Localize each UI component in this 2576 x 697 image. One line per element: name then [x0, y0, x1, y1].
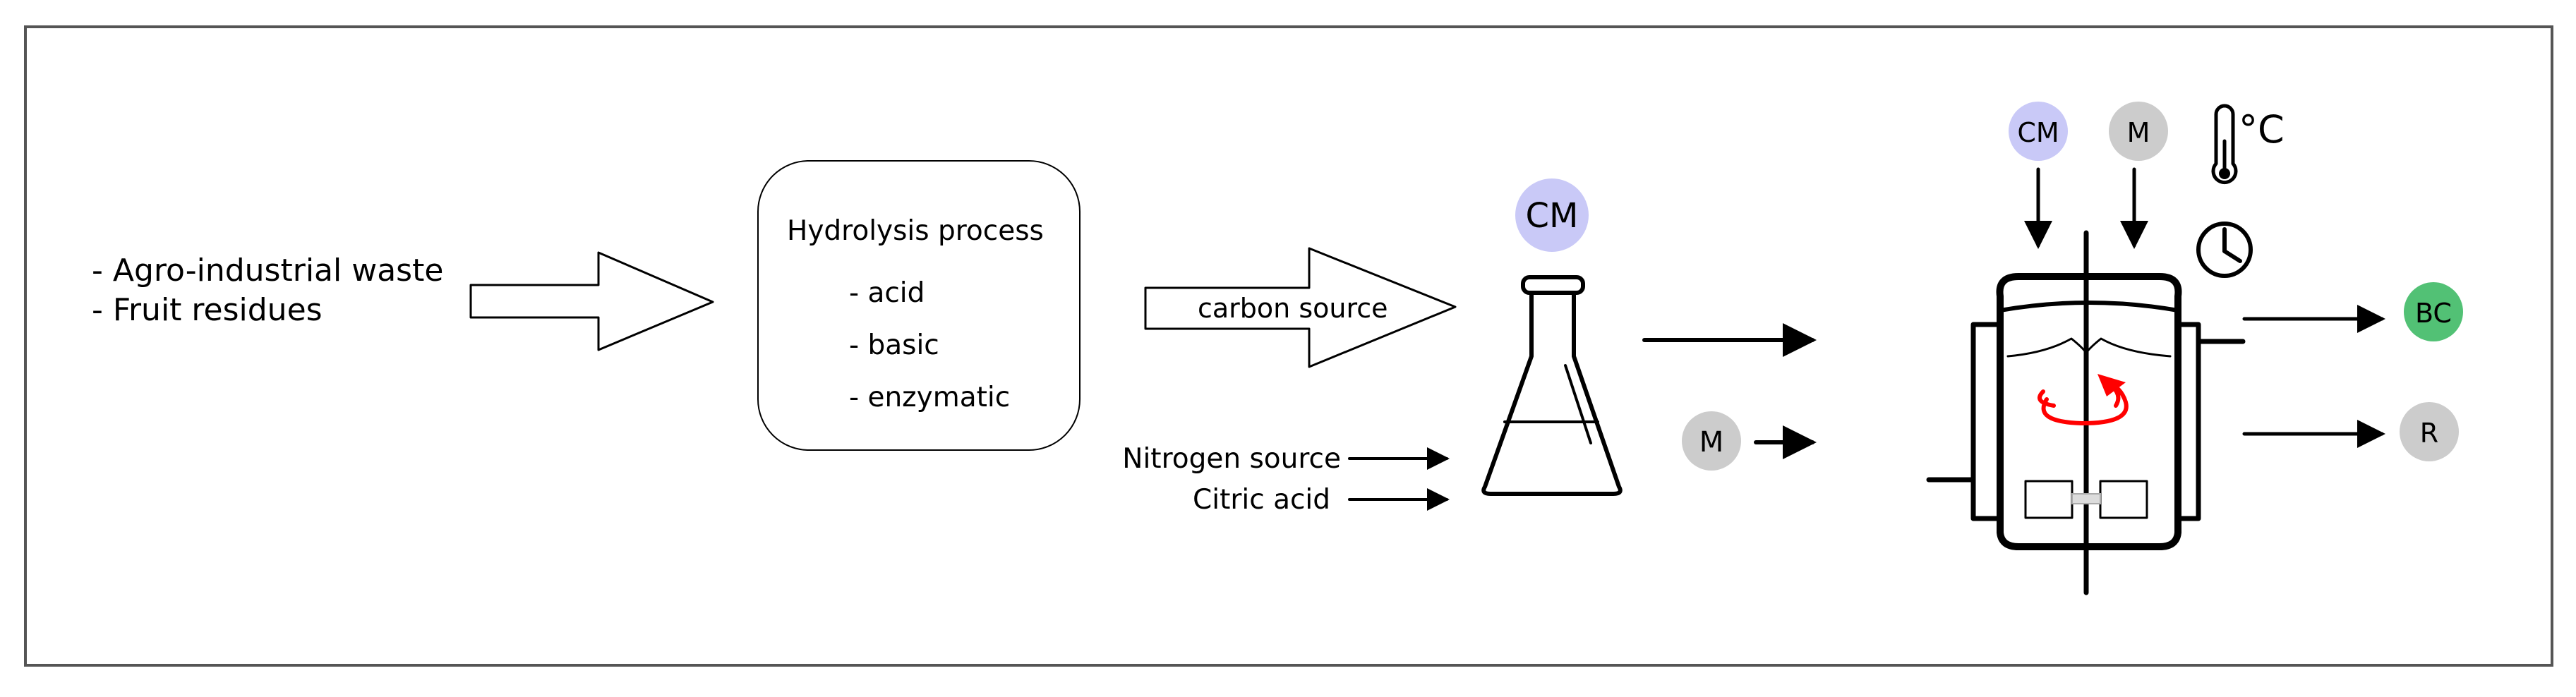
input-line-agro-waste: - Agro-industrial waste [92, 253, 443, 289]
nitrogen-source-label: Nitrogen source [1122, 443, 1341, 475]
celsius-label: °C [2239, 107, 2285, 152]
flask-cm-label: CM [1526, 196, 1579, 236]
stirring-arrow-tail [2038, 389, 2056, 408]
input-line-fruit-residues: - Fruit residues [92, 292, 323, 328]
carbon-source-arrow: carbon source [1144, 247, 1457, 368]
r-label: R [2420, 418, 2438, 449]
erlenmeyer-flask-icon [1481, 275, 1623, 496]
bc-badge: BC [2404, 282, 2463, 341]
reactor-m-label: M [2127, 117, 2150, 148]
side-m-badge: M [1682, 411, 1741, 471]
stirring-arrow-head [2097, 374, 2126, 396]
flask-side-inputs: Nitrogen source Citric acid [1122, 443, 1450, 516]
bc-label: BC [2415, 298, 2452, 329]
thermometer-icon [2211, 104, 2238, 185]
reactor-cm-label: CM [2017, 117, 2059, 148]
flask-cm-badge: CM [1515, 178, 1589, 252]
input-materials: - Agro-industrial waste - Fruit residues [92, 253, 443, 328]
hydrolysis-box: Hydrolysis process - acid - basic - enzy… [757, 160, 1081, 451]
side-m-label: M [1699, 426, 1724, 459]
citric-acid-label: Citric acid [1193, 484, 1330, 516]
hydrolysis-item-basic: - basic [849, 329, 939, 361]
carbon-source-label: carbon source [1198, 293, 1388, 324]
bioreactor-icon [1926, 230, 2246, 595]
clock-icon [2196, 222, 2253, 278]
hydrolysis-title: Hydrolysis process [787, 215, 1044, 247]
reactor-cm-badge: CM [2009, 102, 2068, 161]
reactor-m-badge: M [2109, 102, 2168, 161]
hydrolysis-item-acid: - acid [849, 277, 925, 309]
figure-frame [24, 25, 2553, 667]
hydrolysis-item-enzymatic: - enzymatic [849, 382, 1010, 413]
r-badge: R [2400, 402, 2459, 461]
block-arrow-to-hydrolysis [469, 251, 714, 351]
